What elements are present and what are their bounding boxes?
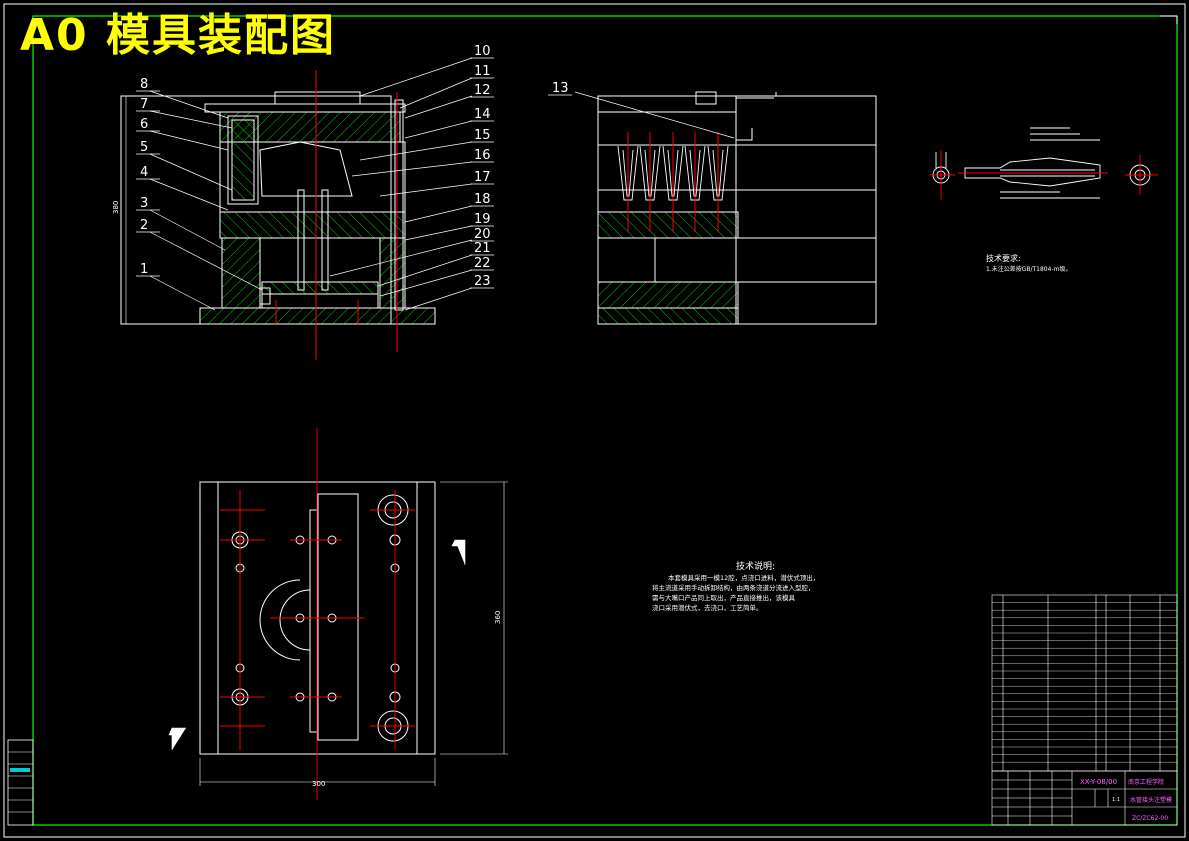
explanation-line: 需与大嘴口产品同上取出，产品直接推出，该模具 bbox=[652, 593, 796, 602]
part-callout-20: 20 bbox=[474, 227, 491, 242]
main-section-view bbox=[120, 91, 436, 325]
part-callout-15: 15 bbox=[474, 128, 491, 143]
part-callout-18: 18 bbox=[474, 192, 491, 207]
parts-list-rows bbox=[992, 602, 1177, 763]
part-callout-5: 5 bbox=[140, 140, 148, 155]
part-callout-21: 21 bbox=[474, 241, 491, 256]
part-callout-17: 17 bbox=[474, 170, 491, 185]
drawing-scale: 1:1 bbox=[1112, 797, 1120, 803]
section-height-dimension: 380 bbox=[112, 96, 127, 324]
part-callout-7: 7 bbox=[140, 97, 148, 112]
explanation-title: 技术说明: bbox=[736, 560, 775, 572]
part-callout-19: 19 bbox=[474, 212, 491, 227]
explanation-line: 浇口采用潜伏式，去浇口，工艺简单。 bbox=[652, 603, 763, 612]
part-callout-13: 13 bbox=[552, 81, 569, 96]
requirements-title: 技术要求: bbox=[986, 253, 1021, 263]
part-detail-view bbox=[930, 127, 1158, 200]
part-callout-11: 11 bbox=[474, 64, 491, 79]
part-callout-12: 12 bbox=[474, 83, 491, 98]
plan-height-label: 360 bbox=[494, 611, 502, 624]
part-callout-6: 6 bbox=[140, 117, 148, 132]
part-callout-14: 14 bbox=[474, 107, 491, 122]
part-callout-10: 10 bbox=[474, 44, 491, 59]
explanation-line: 将主流道采用手动拆卸结构，由两条浇道分流进入型腔， bbox=[652, 583, 815, 592]
part-name: 水管接头注塑模 bbox=[1130, 796, 1172, 804]
plan-view-dimensions bbox=[168, 481, 508, 786]
part-callout-3: 3 bbox=[140, 196, 148, 211]
plan-view-centerlines bbox=[220, 428, 415, 800]
main-section-leaders bbox=[149, 57, 473, 311]
side-section-view bbox=[597, 91, 877, 325]
parts-list-table bbox=[991, 594, 1178, 772]
main-section-centerlines bbox=[275, 70, 398, 360]
explanation-line: 本套模具采用一模12腔，点浇口进料，潜伏式顶出， bbox=[668, 573, 819, 582]
part-callout-2: 2 bbox=[140, 218, 148, 233]
part-callout-8: 8 bbox=[140, 77, 148, 92]
explanation-lines: 本套模具采用一模12腔，点浇口进料，潜伏式顶出，将主流道采用手动拆卸结构，由两条… bbox=[652, 573, 819, 612]
part-callout-22: 22 bbox=[474, 256, 491, 271]
part-callout-1: 1 bbox=[140, 262, 148, 277]
section-height-label: 380 bbox=[112, 201, 120, 214]
drawing-frame bbox=[32, 15, 1178, 826]
side-section-centerlines bbox=[627, 132, 719, 232]
drawing-code: ZC/ZC62-00 bbox=[1132, 815, 1168, 822]
drawing-title: A0 模具装配图 bbox=[20, 10, 336, 61]
outer-border bbox=[3, 3, 1186, 838]
part-callout-4: 4 bbox=[140, 165, 148, 180]
plan-width-label: 300 bbox=[312, 780, 325, 788]
school-name: 南京工程学院 bbox=[1128, 778, 1164, 786]
part-callout-23: 23 bbox=[474, 274, 491, 289]
part-callout-16: 16 bbox=[474, 148, 491, 163]
title-block bbox=[991, 770, 1178, 826]
drawing-number: XX-Y-08/00 bbox=[1080, 778, 1117, 786]
left-title-strip bbox=[7, 739, 34, 826]
requirements-text: 1.未注公差按GB/T1804-m级。 bbox=[986, 265, 1071, 273]
